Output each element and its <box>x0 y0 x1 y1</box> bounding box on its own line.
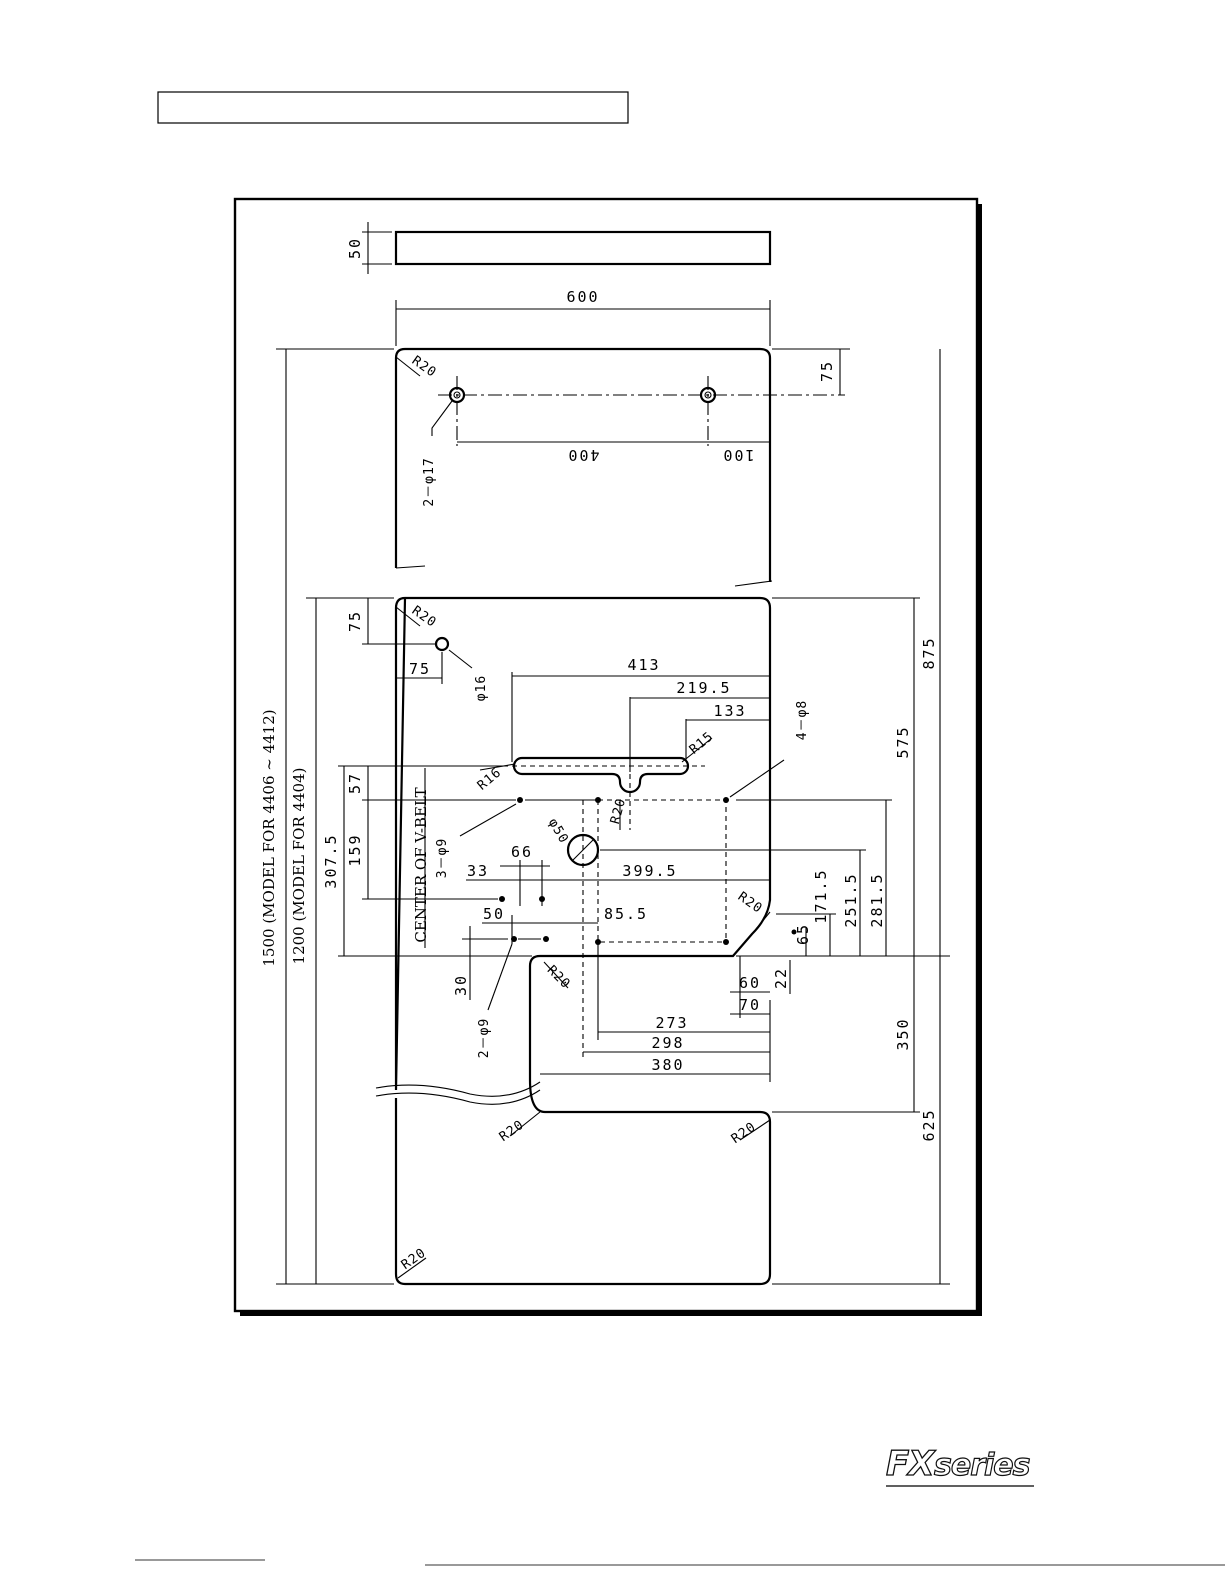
dim-350: 350 <box>894 1017 912 1050</box>
dim-57: 57 <box>346 772 364 794</box>
logo-series-text: series <box>934 1448 1030 1483</box>
dim-399-5: 399.5 <box>622 862 677 880</box>
dim-600: 600 <box>566 288 599 306</box>
dim-251-5: 251.5 <box>842 872 860 927</box>
dim-875: 875 <box>920 636 938 669</box>
dim-75-v: 75 <box>346 610 364 632</box>
dim-400: 400 <box>566 446 599 464</box>
dim-30: 30 <box>452 974 470 996</box>
model-1500-label: 1500 (MODEL FOR 4406 ~ 4412) <box>260 709 278 966</box>
label-center-vbelt: CENTER OF V-BELT <box>412 787 430 942</box>
dim-281-5: 281.5 <box>868 872 886 927</box>
dim-50: 50 <box>483 905 505 923</box>
dim-22: 22 <box>772 967 790 989</box>
dim-65: 65 <box>794 923 812 945</box>
dim-273: 273 <box>655 1014 688 1032</box>
dim-133: 133 <box>713 702 746 720</box>
drawing-frame <box>235 199 977 1311</box>
dim-219-5: 219.5 <box>676 679 731 697</box>
header-title-box <box>158 92 628 123</box>
model-1200-label: 1200 (MODEL FOR 4404) <box>290 768 308 965</box>
dim-307-5: 307.5 <box>322 833 340 888</box>
fx-series-logo: FX series <box>886 1444 1034 1486</box>
dim-strip-50: 50 <box>346 237 364 259</box>
dim-70: 70 <box>739 996 761 1014</box>
dim-171-5: 171.5 <box>812 868 830 923</box>
label-phi16: φ16 <box>474 675 489 701</box>
logo-fx-text: FX <box>886 1444 936 1484</box>
label-3-phi9: 3－φ9 <box>435 838 450 878</box>
dim-top-75: 75 <box>818 360 836 382</box>
label-2-phi17: 2－φ17 <box>422 457 437 506</box>
dim-66: 66 <box>511 843 533 861</box>
dim-625: 625 <box>920 1108 938 1141</box>
dim-298: 298 <box>651 1034 684 1052</box>
label-2-phi9: 2－φ9 <box>477 1018 492 1058</box>
dim-575: 575 <box>894 725 912 758</box>
dim-85-5: 85.5 <box>604 905 648 923</box>
dim-33: 33 <box>467 862 489 880</box>
dim-75-h: 75 <box>409 660 431 678</box>
dim-159: 159 <box>346 833 364 866</box>
dim-380: 380 <box>651 1056 684 1074</box>
label-4-phi8: 4－φ8 <box>795 700 810 740</box>
dim-100: 100 <box>721 446 754 464</box>
dim-60: 60 <box>739 974 761 992</box>
dim-413: 413 <box>627 656 660 674</box>
